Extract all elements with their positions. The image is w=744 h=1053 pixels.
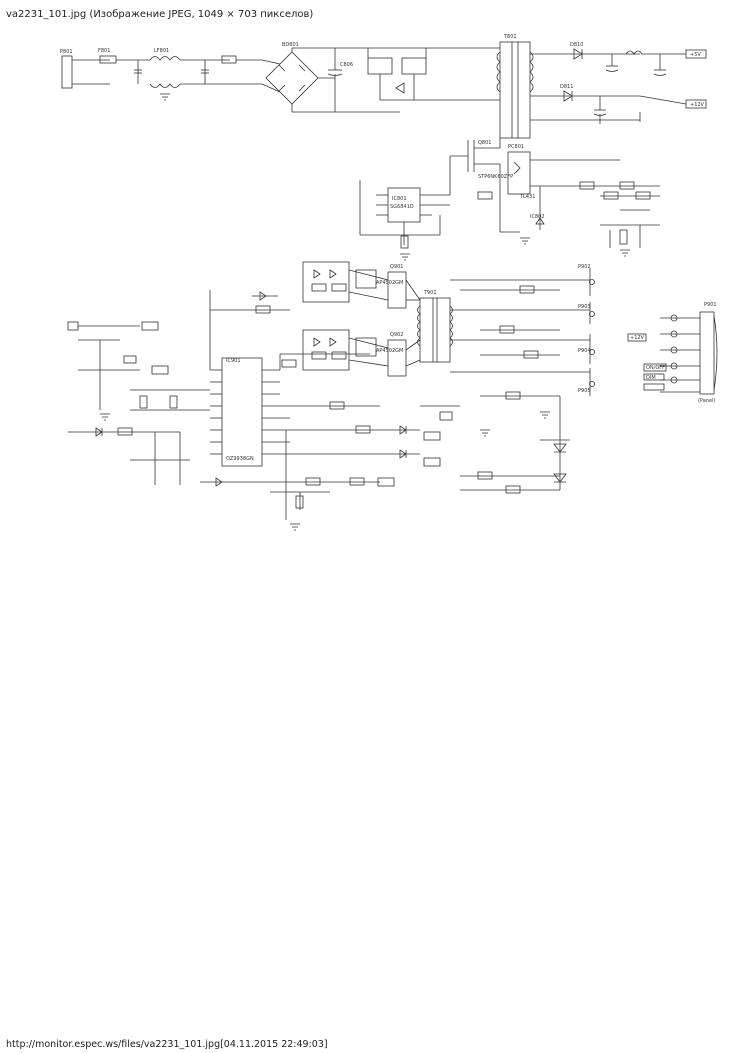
label-shunt-ref-part: TL431 bbox=[519, 194, 535, 200]
panel-connector bbox=[699, 311, 715, 395]
main-transformer bbox=[499, 41, 531, 139]
label-inv-q2: Q902 bbox=[390, 332, 403, 338]
label-on-off: ON/OFF bbox=[646, 365, 665, 371]
power-mosfet bbox=[467, 138, 501, 195]
label-pwm-part: SG6841D bbox=[390, 204, 414, 210]
label-optocoupler: PC801 bbox=[508, 144, 524, 150]
label-pwm-ic: IC801 bbox=[392, 196, 407, 202]
page-footer-url: http://monitor.espec.ws/files/va2231_101… bbox=[6, 1039, 328, 1050]
inverter-mosfet-a bbox=[387, 271, 407, 309]
label-out-5v: +5V bbox=[690, 52, 701, 58]
label-inv-mosfet-a: AP4502GM bbox=[376, 280, 403, 286]
label-out-12v: +12V bbox=[690, 102, 705, 108]
label-inv-q1: Q901 bbox=[390, 264, 403, 270]
label-panel-conn: P901 bbox=[704, 302, 717, 308]
optocoupler bbox=[507, 151, 531, 195]
label-lamp-conn-3: P904 bbox=[578, 348, 591, 354]
label-mosfet-part: STP6NK60ZFP bbox=[478, 174, 513, 180]
inverter-controller-ic bbox=[221, 357, 263, 467]
label-out-diode-2: D811 bbox=[560, 84, 573, 90]
label-lamp-conn-2: P903 bbox=[578, 304, 591, 310]
inverter-transformer bbox=[419, 297, 451, 363]
label-lamp-conn-4: P905 bbox=[578, 388, 591, 394]
label-inv-supply: +12V bbox=[630, 335, 645, 341]
label-bridge: BD801 bbox=[282, 42, 299, 48]
line-filter-choke bbox=[149, 56, 181, 88]
label-fuse: F801 bbox=[98, 48, 110, 54]
fuse-symbol bbox=[99, 55, 117, 64]
label-inv-transformer: T901 bbox=[423, 290, 437, 296]
label-inv-part: OZ9938GN bbox=[226, 456, 254, 462]
ac-input-connector bbox=[61, 55, 73, 89]
page-header-title: va2231_101.jpg (Изображение JPEG, 1049 ×… bbox=[6, 9, 314, 20]
inverter-mosfet-b bbox=[387, 339, 407, 377]
label-inv-ic: IC901 bbox=[226, 358, 241, 364]
label-bulk-cap: C806 bbox=[340, 62, 353, 68]
label-dimming: DIM bbox=[646, 375, 656, 381]
label-line-filter: LF801 bbox=[154, 48, 169, 54]
label-lamp-conn-1: P902 bbox=[578, 264, 591, 270]
label-inv-mosfet-b: AP4502GM bbox=[376, 348, 403, 354]
label-panel-tag: (Panel) bbox=[698, 398, 715, 404]
label-out-diode-1: D810 bbox=[570, 42, 583, 48]
label-mosfet: Q801 bbox=[478, 140, 491, 146]
bridge-rectifier bbox=[265, 51, 319, 105]
label-transformer: T801 bbox=[503, 34, 517, 40]
label-shunt-ref: IC802 bbox=[530, 214, 545, 220]
label-ac-input: P801 bbox=[60, 49, 73, 55]
